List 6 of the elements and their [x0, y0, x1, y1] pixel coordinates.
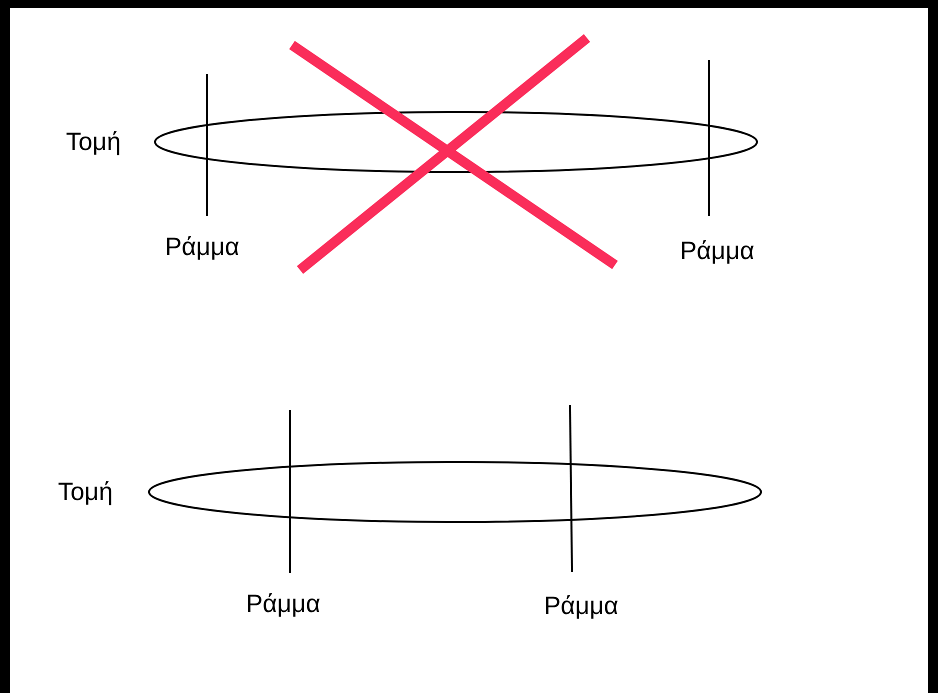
part-label: Τομή: [58, 480, 113, 505]
part-label: Ράμμα: [680, 239, 754, 264]
part-label: Ράμμα: [544, 594, 618, 619]
part-label: Τομή: [66, 130, 121, 155]
part-label: Ράμμα: [246, 592, 320, 617]
part-label: Ράμμα: [165, 235, 240, 260]
